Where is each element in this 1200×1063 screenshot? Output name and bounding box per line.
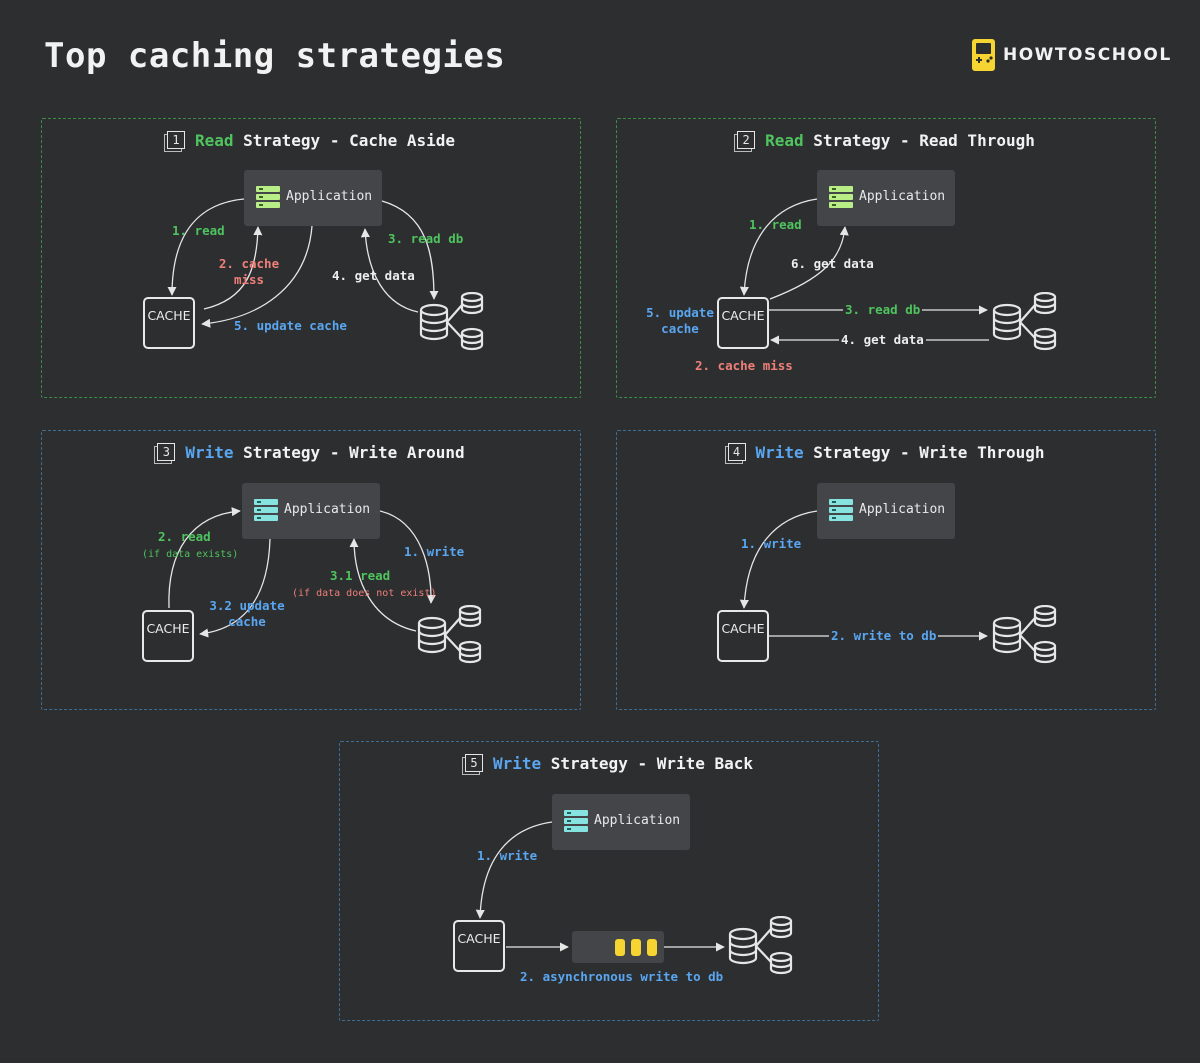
label-read: 2. read — [158, 529, 211, 544]
flow-arrows — [168, 507, 436, 638]
write-queue — [572, 931, 664, 963]
number-badge-icon: 2 — [734, 131, 756, 152]
label-write: 1. write — [404, 544, 465, 559]
number-badge-icon: 3 — [154, 443, 176, 464]
page-title: Top caching strategies — [44, 36, 506, 76]
application-label: Application — [859, 502, 946, 517]
strategy-name: Strategy - Read Through — [803, 131, 1035, 150]
application-box: Application — [244, 170, 382, 226]
server-icon — [256, 186, 280, 208]
application-label: Application — [859, 189, 946, 204]
gameboy-icon — [972, 39, 995, 71]
label-cache-miss: 2. cache miss — [695, 358, 793, 373]
label-read-db: 3. read db — [388, 231, 464, 246]
panel-cache-aside: 1 Read Strategy - Cache Aside Application… — [41, 118, 581, 398]
panel-title: 4 Write Strategy - Write Through — [617, 443, 1155, 464]
label-write-db: 2. write to db — [829, 628, 939, 644]
application-box: Application — [817, 170, 955, 226]
flow-arrows — [167, 198, 439, 328]
cache-box: CACHE — [717, 297, 769, 349]
strategy-keyword: Write — [755, 443, 804, 462]
flow-arrows — [739, 510, 988, 641]
label-read-db: 3. read db — [843, 302, 923, 318]
server-icon — [564, 810, 588, 832]
panel-title: 5 Write Strategy - Write Back — [340, 754, 878, 775]
number-badge-icon: 4 — [724, 443, 746, 464]
label-read: 1. read — [172, 223, 225, 238]
database-icon — [419, 292, 484, 351]
label-write: 1. write — [477, 848, 538, 863]
queue-item-icon — [615, 939, 625, 956]
label-get-data: 4. get data — [839, 332, 926, 348]
application-label: Application — [284, 502, 371, 517]
cache-label: CACHE — [146, 621, 190, 636]
server-icon — [829, 499, 853, 521]
number-badge-icon: 5 — [461, 754, 483, 775]
number-badge-icon: 1 — [163, 131, 185, 152]
strategy-keyword: Write — [185, 443, 234, 462]
label-update-cache: 5. update cache — [234, 318, 347, 333]
server-icon — [829, 186, 853, 208]
application-box: Application — [242, 483, 380, 539]
cache-box: CACHE — [453, 920, 505, 972]
label-write: 1. write — [741, 536, 802, 551]
database-icon — [992, 292, 1057, 351]
queue-item-icon — [631, 939, 641, 956]
application-label: Application — [286, 189, 373, 204]
panel-title: 2 Read Strategy - Read Through — [617, 131, 1155, 152]
brand-name: HOWTOSCHOOL — [1003, 45, 1172, 65]
cache-label: CACHE — [147, 308, 191, 323]
cache-label: CACHE — [721, 621, 765, 636]
database-icon — [417, 605, 482, 664]
label-read-db: 3.1 read — [330, 568, 391, 583]
panel-write-around: 3 Write Strategy - Write Around Applicati… — [41, 430, 581, 710]
strategy-keyword: Read — [194, 131, 234, 150]
application-label: Application — [594, 813, 681, 828]
label-get-data-app: 6. get data — [791, 256, 874, 271]
strategy-keyword: Read — [765, 131, 804, 150]
label-read-note: (if data exists) — [142, 549, 239, 560]
panel-write-through: 4 Write Strategy - Write Through Applicat… — [616, 430, 1156, 710]
strategy-name: Strategy - Write Through — [803, 443, 1045, 462]
panel-title: 1 Read Strategy - Cache Aside — [42, 131, 580, 152]
cache-box: CACHE — [143, 297, 195, 349]
label-read: 1. read — [749, 217, 802, 232]
panel-read-through: 2 Read Strategy - Read Through Applicatio… — [616, 118, 1156, 398]
label-read-db-note: (if data does not exist) — [292, 588, 437, 599]
strategy-keyword: Write — [492, 754, 542, 773]
database-icon — [728, 916, 793, 975]
panel-write-back: 5 Write Strategy - Write Back Application… — [339, 741, 879, 1021]
strategy-name: Strategy - Write Around — [233, 443, 465, 462]
server-icon — [254, 499, 278, 521]
label-async-write: 2. asynchronous write to db — [520, 969, 724, 984]
queue-item-icon — [647, 939, 657, 956]
cache-label: CACHE — [457, 931, 501, 946]
application-box: Application — [552, 794, 690, 850]
strategy-name: Strategy - Write Back — [541, 754, 754, 773]
cache-box: CACHE — [717, 610, 769, 662]
application-box: Application — [817, 483, 955, 539]
panel-title: 3 Write Strategy - Write Around — [42, 443, 580, 464]
flow-arrows — [739, 198, 989, 345]
strategy-name: Strategy - Cache Aside — [233, 131, 456, 150]
cache-label: CACHE — [721, 308, 765, 323]
database-icon — [992, 605, 1057, 664]
cache-box: CACHE — [142, 610, 194, 662]
label-get-data: 4. get data — [332, 268, 415, 283]
